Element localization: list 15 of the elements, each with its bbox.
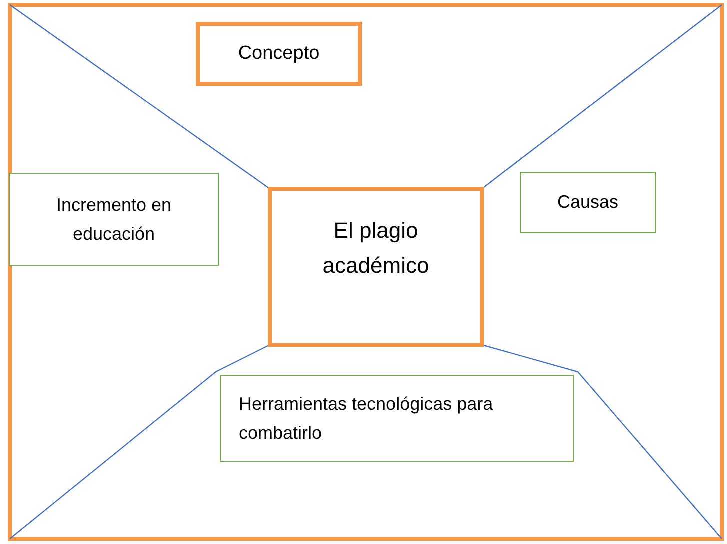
subtopic-box <box>9 173 219 266</box>
node-label: Causas <box>557 191 619 214</box>
connector-line <box>10 344 270 540</box>
node-label: Herramientas tecnológicas para combatirlo <box>239 392 494 444</box>
frame-border <box>8 3 724 541</box>
topic-box <box>196 22 362 86</box>
node-label: El plagio académico <box>322 217 430 280</box>
node-label: Concepto <box>238 42 320 66</box>
connector-line <box>482 344 722 540</box>
connector-line <box>10 4 270 190</box>
central-topic-box <box>268 187 484 347</box>
subtopic-box <box>520 172 656 233</box>
node-label: Incremento en educación <box>55 194 173 246</box>
connector-line <box>482 4 722 190</box>
subtopic-box <box>220 375 574 462</box>
